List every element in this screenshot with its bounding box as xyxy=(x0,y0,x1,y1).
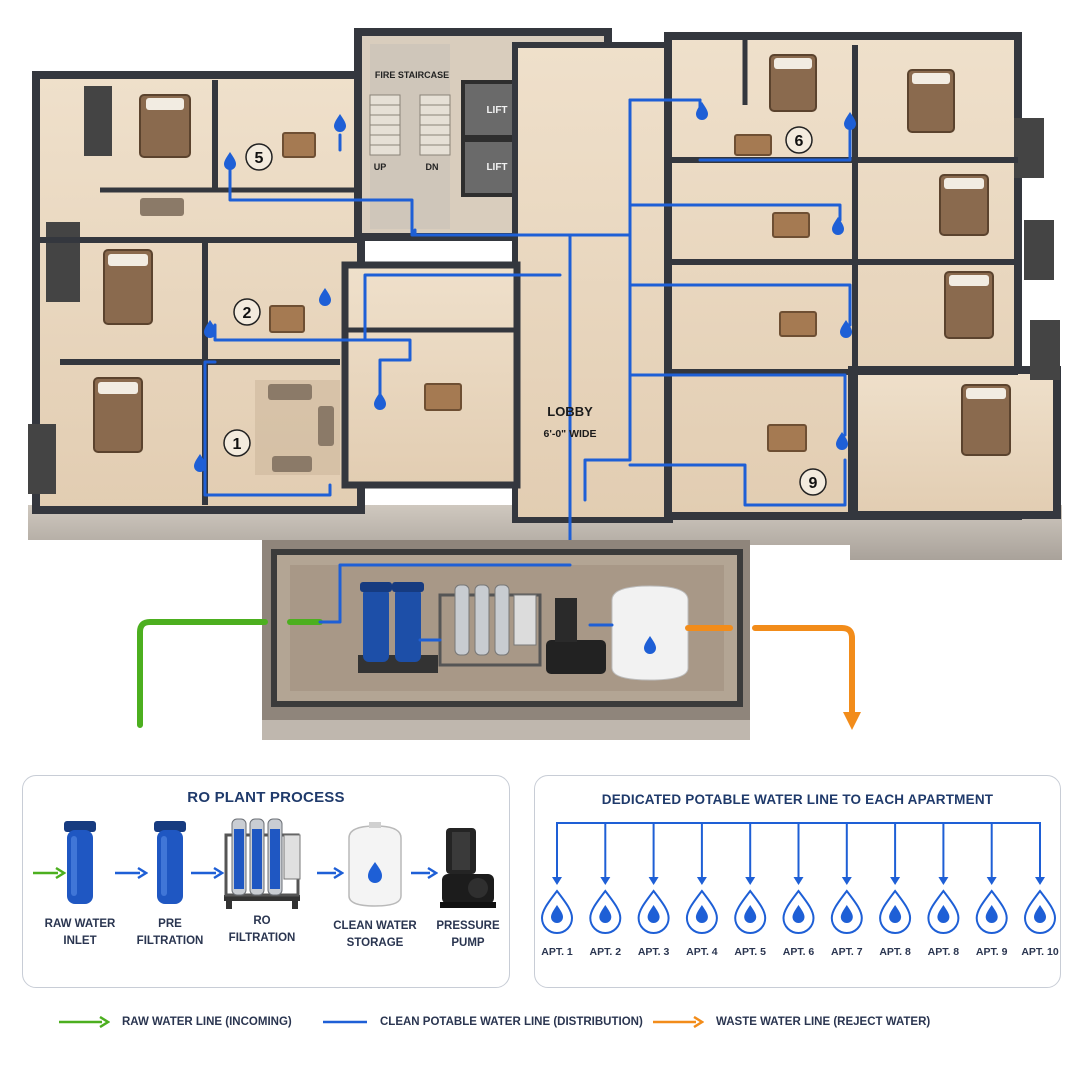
floor-plan: 5 2 1 6 9 FIRE STAIRCASE UP DN LIFT LIFT… xyxy=(28,28,1062,740)
waste-water-pipe xyxy=(685,625,855,715)
apartment-label: APT. 3 xyxy=(637,946,670,958)
green-arrow-icon xyxy=(59,1016,110,1028)
branch-arrowhead-icon xyxy=(745,877,756,885)
lift-2-label: LIFT xyxy=(486,162,507,173)
legend-label: WASTE WATER LINE (REJECT WATER) xyxy=(716,1016,931,1028)
apartment-label: APT. 5 xyxy=(734,946,766,958)
filter-housing-icon xyxy=(64,821,96,904)
water-drop-icon xyxy=(975,889,1008,934)
blue-line-icon xyxy=(323,1020,367,1024)
flow-arrow-icon xyxy=(411,866,438,880)
water-drop-icon xyxy=(540,889,574,934)
ro-plant-process-title: RO PLANT PROCESS xyxy=(187,789,345,806)
storage-tank-icon xyxy=(348,822,402,907)
unit-number-6: 6 xyxy=(795,133,804,150)
waste-water-arrowhead xyxy=(843,712,861,730)
flow-arrow-icon xyxy=(115,866,148,880)
filter-housing-icon xyxy=(154,821,186,904)
water-drop-icon xyxy=(830,889,863,934)
process-step-ro-filtration: RO FILTRATION xyxy=(212,815,312,947)
branch-arrowhead-icon xyxy=(938,877,949,885)
process-step-pre-filtration: PRE FILTRATION xyxy=(125,818,215,950)
pillows xyxy=(98,58,1006,399)
process-step-label: RAW WATER INLET xyxy=(44,918,116,947)
unit-number-5: 5 xyxy=(255,150,264,167)
ro-membrane-rack-icon xyxy=(224,818,301,909)
legend-label: CLEAN POTABLE WATER LINE (DISTRIBUTION) xyxy=(380,1016,643,1028)
legend-label: RAW WATER LINE (INCOMING) xyxy=(122,1016,292,1028)
branch-arrowhead-icon xyxy=(552,877,562,885)
raw-inlet-arrow-icon xyxy=(33,866,66,880)
apartment-label: APT. 1 xyxy=(541,946,573,958)
plant-equipment xyxy=(358,582,689,681)
apartment-label: APT. 8 xyxy=(927,946,960,958)
apartment-label: APT. 8 xyxy=(879,946,911,958)
process-step-clean-water-storage: CLEAN WATER STORAGE xyxy=(330,820,420,952)
branch-arrowhead-icon xyxy=(841,877,852,885)
flow-arrow-icon xyxy=(191,866,224,880)
apartment-distribution-title: DEDICATED POTABLE WATER LINE TO EACH APA… xyxy=(601,792,994,807)
lobby-width-label: 6'-0" WIDE xyxy=(544,428,597,440)
fire-staircase-label: FIRE STAIRCASE xyxy=(375,70,449,80)
stair-down-label: DN xyxy=(426,162,439,172)
process-step-label: RO FILTRATION xyxy=(228,915,296,944)
apartment-label: APT. 4 xyxy=(686,946,718,958)
process-step-raw-water-inlet: RAW WATER INLET xyxy=(35,818,125,950)
branch-arrowhead-icon xyxy=(890,877,901,885)
pump-icon xyxy=(440,828,496,908)
water-drop-icon xyxy=(1023,889,1057,934)
water-drop-icon xyxy=(879,889,912,934)
apartment-label: APT. 9 xyxy=(975,946,1008,958)
water-drop-icon xyxy=(589,889,622,934)
staircase xyxy=(369,94,451,156)
apartment-label: APT. 7 xyxy=(831,946,863,958)
orange-arrow-icon xyxy=(653,1016,704,1028)
unit-number-2: 2 xyxy=(243,305,252,322)
water-drop-icon xyxy=(734,889,767,934)
living-room-set xyxy=(140,198,340,475)
lobby-corridor xyxy=(341,42,673,523)
unit-number-9: 9 xyxy=(809,475,818,492)
raw-water-pipe xyxy=(137,619,323,728)
legend: RAW WATER LINE (INCOMING) CLEAN POTABLE … xyxy=(0,1016,1080,1044)
legend-item-waste-water: WASTE WATER LINE (REJECT WATER) xyxy=(652,1016,930,1028)
process-step-label: PRESSURE PUMP xyxy=(436,920,500,949)
unit-number-badges: 5 2 1 6 9 xyxy=(223,126,827,496)
legend-item-raw-water: RAW WATER LINE (INCOMING) xyxy=(58,1016,292,1028)
tap-markers xyxy=(194,102,856,472)
unit-number-1: 1 xyxy=(233,436,242,453)
branch-arrowhead-icon xyxy=(648,877,659,885)
branch-arrowhead-icon xyxy=(1035,877,1045,885)
stair-up-label: UP xyxy=(374,162,387,172)
process-step-label: CLEAN WATER STORAGE xyxy=(333,920,417,949)
beds xyxy=(93,54,1011,456)
process-step-label: PRE FILTRATION xyxy=(136,918,204,947)
apartment-label: APT. 10 xyxy=(1021,946,1059,958)
branch-arrowhead-icon xyxy=(986,877,997,885)
apartment-label: APT. 2 xyxy=(589,946,622,958)
plant-clean-pipe xyxy=(318,563,614,642)
water-drop-icon xyxy=(782,889,815,934)
branch-arrowhead-icon xyxy=(696,877,707,885)
distribution-tree xyxy=(540,822,1057,934)
lift-1-label: LIFT xyxy=(486,105,507,116)
flow-arrow-icon xyxy=(317,866,344,880)
water-drop-icon xyxy=(685,889,718,934)
branch-arrowhead-icon xyxy=(600,877,611,885)
branch-arrowhead-icon xyxy=(793,877,804,885)
lobby-label: LOBBY xyxy=(547,404,593,419)
water-drop-icon xyxy=(637,889,670,934)
process-step-pressure-pump: PRESSURE PUMP xyxy=(423,822,513,952)
water-drop-icon xyxy=(927,889,960,934)
apartment-label: APT. 6 xyxy=(782,946,815,958)
dining-tables xyxy=(269,132,817,452)
legend-item-clean-water: CLEAN POTABLE WATER LINE (DISTRIBUTION) xyxy=(322,1016,643,1028)
ro-plant-process-panel: RO PLANT PROCESS xyxy=(22,775,510,988)
